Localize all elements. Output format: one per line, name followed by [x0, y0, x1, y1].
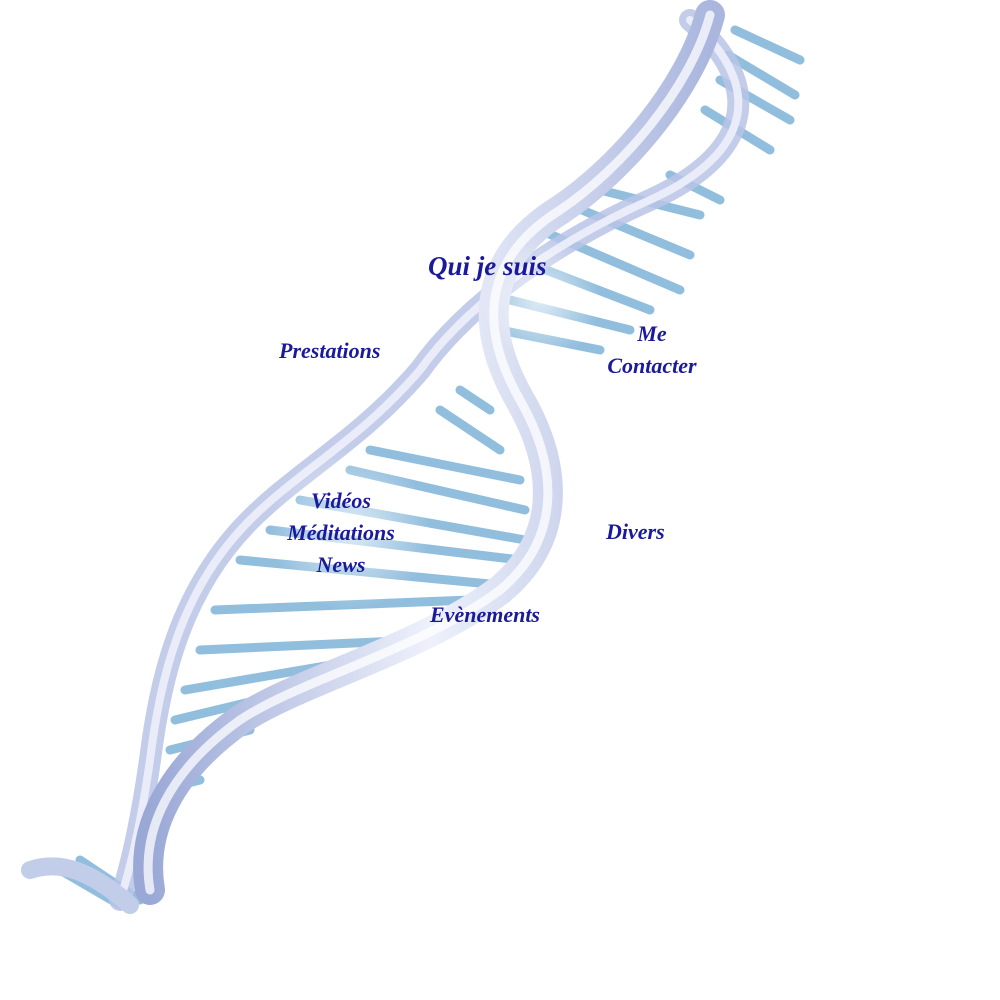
helix-strand-front [133, 0, 725, 905]
nav-me-contacter-link[interactable]: Me Contacter [596, 318, 708, 382]
helix-rung [730, 25, 805, 65]
nav-evenements-link[interactable]: Evènements [430, 602, 540, 627]
helix-rung [723, 50, 800, 100]
glow-highlight [270, 450, 430, 610]
nav-meditations-link[interactable]: Méditations [287, 520, 395, 545]
nav-me-contacter-line1: Me [637, 321, 667, 346]
helix-rung [455, 385, 495, 415]
nav-news-link[interactable]: News [316, 552, 366, 577]
nav-qui-je-suis-link[interactable]: Qui je suis [428, 251, 547, 281]
helix-rung [565, 200, 695, 260]
helix-tail [21, 857, 139, 914]
nav-videos-link[interactable]: Vidéos [311, 488, 371, 513]
nav-media-group: Vidéos Méditations News [272, 485, 410, 581]
glow-highlight [480, 240, 600, 360]
helix-rung [435, 405, 505, 455]
nav-divers-link[interactable]: Divers [606, 519, 665, 544]
nav-prestations-link[interactable]: Prestations [279, 338, 381, 363]
helix-rung [365, 445, 525, 485]
nav-me-contacter-line2: Contacter [607, 353, 697, 378]
